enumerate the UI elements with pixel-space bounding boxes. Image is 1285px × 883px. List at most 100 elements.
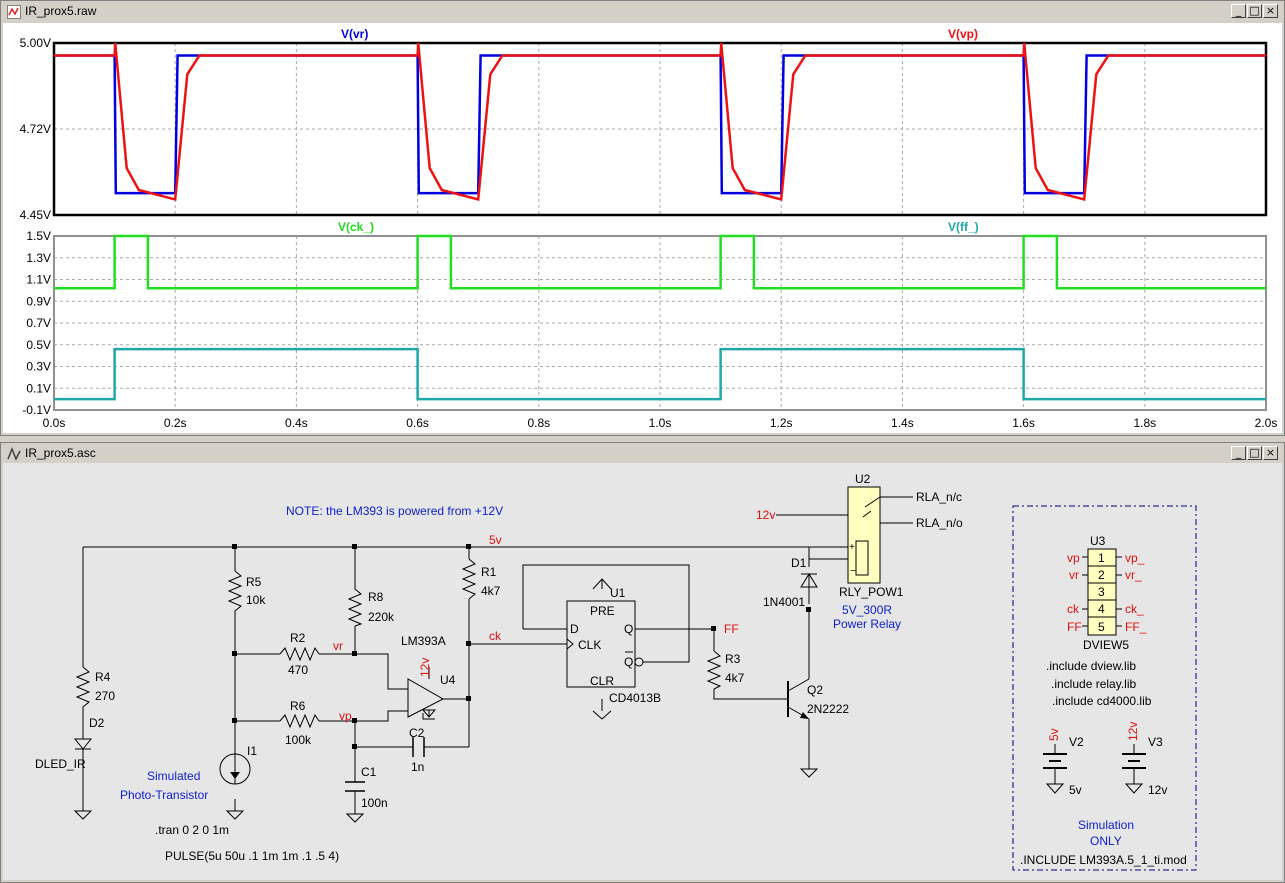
net-label-12v: 12v	[756, 508, 775, 522]
v2-net: 5v	[1047, 728, 1061, 741]
sim-only-line1: Simulation	[1078, 818, 1134, 832]
r1-value: 4k7	[481, 584, 501, 598]
schematic-canvas[interactable]: NOTE: the LM393 is powered from +12V R5 …	[3, 463, 1282, 880]
r3-zigzag	[706, 650, 722, 690]
top-y-tick-label: 4.72V	[20, 122, 51, 136]
r8-zigzag	[347, 588, 363, 627]
schematic-svg: NOTE: the LM393 is powered from +12V R5 …	[35, 472, 1197, 871]
net-label-5v: 5v	[489, 533, 502, 547]
close-button[interactable]: ×	[1263, 4, 1278, 18]
relay-plus: +	[849, 542, 855, 553]
resistors	[75, 558, 722, 729]
trace-label-vvr[interactable]: V(vr)	[341, 27, 368, 41]
r3-value: 4k7	[725, 671, 745, 685]
u2-sub1: 5V_300R	[842, 603, 892, 617]
d2-label: D2	[89, 716, 105, 730]
r2-value: 470	[288, 663, 308, 677]
x-tick-label: 2.0s	[1255, 416, 1278, 430]
sim-only-line2: ONLY	[1090, 834, 1122, 848]
close-button[interactable]: ×	[1263, 446, 1278, 460]
v3-ground-label: 12v	[1148, 783, 1167, 797]
net-label-vp: vp	[339, 709, 352, 723]
x-tick-label: 0.6s	[406, 416, 429, 430]
top-y-tick-label: 5.00V	[20, 36, 51, 50]
relay-minus: −	[850, 566, 856, 577]
d1-label: D1	[791, 556, 807, 570]
trace-vvp[interactable]	[54, 42, 1266, 201]
v3-label: V3	[1148, 735, 1163, 749]
tran-directive: .tran 0 2 0 1m	[155, 823, 229, 837]
schematic-window: IR_prox5.asc _ □ ×	[0, 442, 1285, 883]
u1-pin-clr: CLR	[590, 674, 614, 688]
r5-value: 10k	[246, 593, 266, 607]
r8-value: 220k	[368, 610, 395, 624]
i1-desc-2: Photo-Transistor	[120, 788, 208, 802]
x-tick-label: 1.6s	[1012, 416, 1035, 430]
r4-value: 270	[95, 689, 115, 703]
diode-d1	[800, 573, 818, 604]
trace-label-vck[interactable]: V(ck_)	[338, 220, 374, 234]
minimize-button[interactable]: _	[1231, 446, 1246, 460]
q2-value: 2N2222	[807, 702, 849, 716]
u1-pin-q: Q	[624, 622, 633, 636]
bottom-pane-frame[interactable]	[53, 235, 1267, 411]
x-tick-label: 0.2s	[164, 416, 187, 430]
bottom-y-tick-label: 0.5V	[26, 338, 51, 352]
x-tick-label: 0.8s	[527, 416, 550, 430]
bottom-y-tick-label: 1.5V	[26, 229, 51, 243]
x-tick-label: 1.0s	[649, 416, 672, 430]
x-tick-label: 1.2s	[770, 416, 793, 430]
net-label-vr: vr	[333, 639, 343, 653]
r5-label: R5	[246, 575, 262, 589]
relay-u2	[847, 486, 881, 584]
pulse-directive: PULSE(5u 50u .1 1m 1m .1 .5 4)	[165, 849, 339, 863]
bottom-pane-grid	[54, 236, 1266, 410]
ground-symbols	[73, 768, 819, 823]
bottom-pane-traces	[54, 234, 1266, 401]
waveform-titlebar[interactable]: IR_prox5.raw _ □ ×	[3, 3, 1282, 21]
u3-right-vr: vr_	[1125, 568, 1142, 582]
u2-value: RLY_POW1	[839, 585, 904, 599]
dview-u3	[1082, 548, 1122, 636]
top-pane-frame[interactable]	[52, 41, 1268, 217]
maximize-button[interactable]: □	[1247, 446, 1262, 460]
c1-label: C1	[361, 765, 377, 779]
r4-label: R4	[95, 670, 111, 684]
v2-label: V2	[1069, 735, 1084, 749]
simulation-only-box	[1012, 505, 1197, 871]
v2-ground-label: 5v	[1069, 783, 1082, 797]
include-relay: .include relay.lib	[1051, 677, 1136, 691]
current-source-i1	[219, 739, 251, 785]
u2-label: U2	[855, 472, 871, 486]
bottom-pane-labels: 1.5V1.3V1.1V0.9V0.7V0.5V0.3V0.1V-0.1VV(c…	[22, 220, 978, 417]
trace-label-vvp[interactable]: V(vp)	[948, 27, 978, 41]
r1-label: R1	[481, 565, 497, 579]
waveform-app-icon	[7, 5, 21, 19]
schematic-titlebar[interactable]: IR_prox5.asc _ □ ×	[3, 445, 1282, 463]
ground-icon	[345, 813, 365, 823]
trace-vvr[interactable]	[54, 54, 1266, 195]
top-pane-traces	[54, 42, 1266, 201]
q2-label: Q2	[807, 683, 823, 697]
trace-label-vff[interactable]: V(ff_)	[948, 220, 979, 234]
u3-right-ff: FF_	[1125, 620, 1147, 634]
opamp-u4	[407, 678, 445, 720]
c2-label: C2	[409, 726, 425, 740]
maximize-button[interactable]: □	[1247, 4, 1262, 18]
r6-label: R6	[290, 699, 306, 713]
r6-value: 100k	[285, 733, 312, 747]
r5-zigzag	[227, 570, 243, 612]
u3-right-vp: vp_	[1125, 551, 1145, 565]
c2-value: 1n	[411, 760, 424, 774]
net-label-rla-no: RLA_n/o	[916, 516, 963, 530]
x-tick-label: 1.8s	[1133, 416, 1156, 430]
flipflop-u1	[566, 578, 644, 720]
trace-vck[interactable]	[54, 234, 1266, 290]
u1-pin-d: D	[570, 622, 579, 636]
net-label-12v-opamp: 12v	[418, 658, 432, 677]
minimize-button[interactable]: _	[1231, 4, 1246, 18]
trace-vff[interactable]	[54, 347, 1266, 401]
